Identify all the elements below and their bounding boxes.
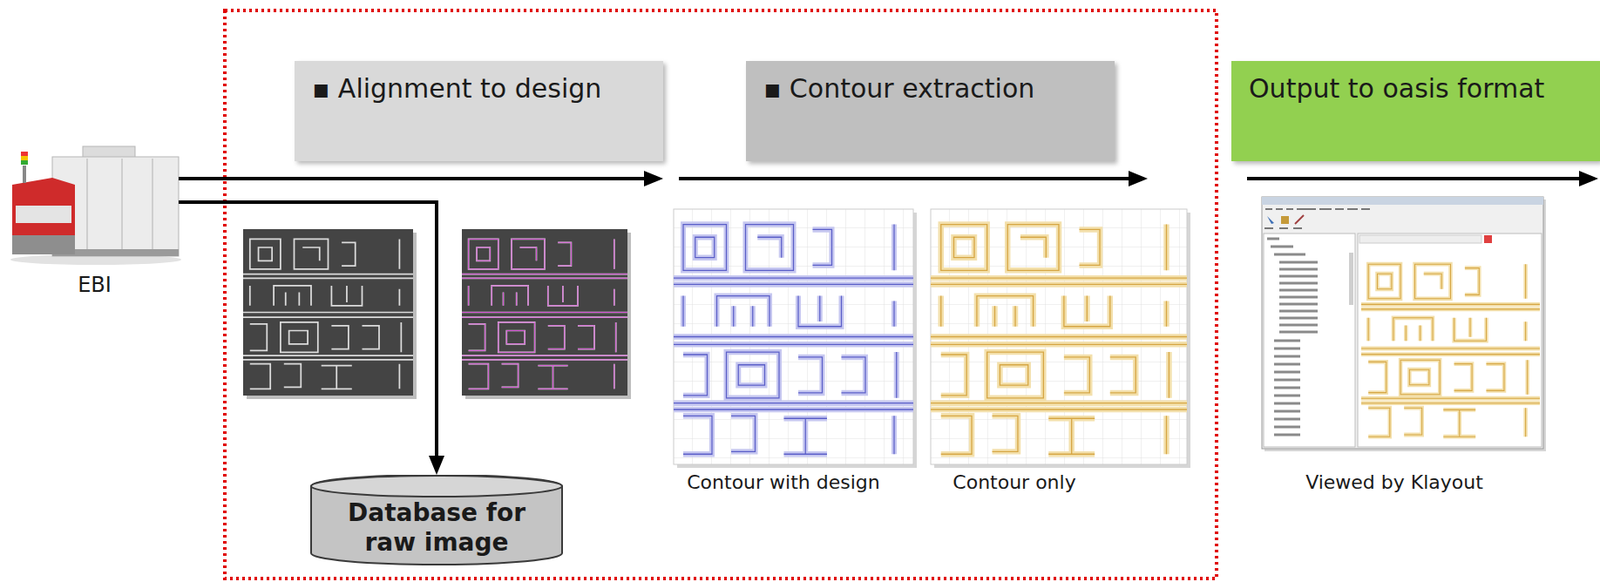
contour-only-image — [930, 209, 1191, 468]
node-text: Output to oasis format — [1248, 73, 1545, 105]
process-step-box: ▪ Alignment to design — [294, 61, 664, 162]
contour-with-design-image — [673, 209, 917, 468]
flow-arrow — [678, 176, 1139, 181]
flow-arrow — [178, 202, 437, 467]
sem-image — [243, 229, 417, 400]
image-caption: Contour with design — [635, 471, 932, 494]
klayout-screenshot — [1261, 196, 1546, 452]
node-text: EBI — [77, 272, 112, 298]
flow-arrow — [1247, 170, 1599, 187]
process-region-border — [224, 10, 1217, 579]
sem-aligned-image — [461, 229, 631, 400]
node-text: ▪ Contour extraction — [763, 73, 1035, 105]
cylinder-top — [311, 475, 563, 497]
ebi-tool-illustration — [10, 146, 182, 265]
node-text: ▪ Alignment to design — [311, 73, 602, 105]
cylinder-body — [311, 474, 563, 565]
source-tool: EBI — [10, 145, 179, 301]
image-caption: Contour only — [866, 471, 1163, 494]
database-cylinder: Database for raw image — [310, 474, 563, 566]
image-caption: Viewed by Klayout — [1246, 471, 1543, 494]
output-step-box: Output to oasis format — [1231, 61, 1600, 162]
flow-arrow — [178, 176, 655, 181]
process-step-box: ▪ Contour extraction — [745, 61, 1115, 162]
node-text: Database for raw image — [324, 498, 550, 557]
